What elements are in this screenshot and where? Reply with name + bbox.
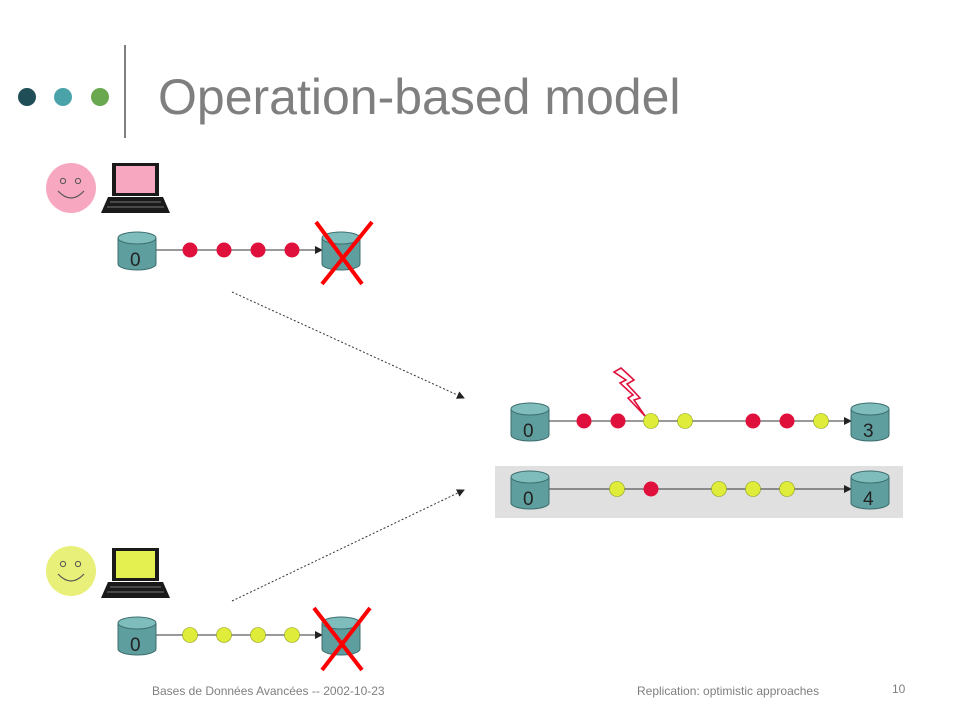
lightning-icon [612,367,646,417]
op-yellow [779,481,795,497]
user2-start-label: 0 [130,635,141,656]
page-number: 10 [892,682,906,696]
slide-title: Operation-based model [158,69,681,125]
op-red [576,413,592,429]
op-yellow [643,413,659,429]
header-dot-teal [54,88,72,106]
highlight-band [495,466,903,518]
merged-timeline-top: 0 3 [510,367,890,442]
op-yellow [745,481,761,497]
user1-start-label: 0 [130,250,141,271]
merged-top-start-label: 0 [523,421,534,442]
op-yellow [250,627,266,643]
header-dot-green [91,88,109,106]
user1-timeline: 0 [117,220,374,286]
merged-top-end-label: 3 [863,421,874,442]
user2-smiley-icon [46,546,96,596]
merged-top-start-database-icon: 0 [510,402,550,442]
merged-bottom-end-database-icon: 4 [850,470,890,510]
user1-start-database-icon: 0 [117,231,157,271]
merged-bottom-start-database-icon: 0 [510,470,550,510]
op-red [182,242,198,258]
op-yellow [216,627,232,643]
op-red [643,481,659,497]
op-yellow [182,627,198,643]
user1-laptop-icon [101,163,170,213]
op-red [779,413,795,429]
user2-timeline: 0 [117,606,372,672]
op-yellow [711,481,727,497]
cross-icon [314,220,374,286]
header-dot-dark [18,88,36,106]
user2-start-database-icon: 0 [117,616,157,656]
user1-smiley-icon [46,163,96,213]
merged-bottom-end-label: 4 [863,489,874,510]
op-red [610,413,626,429]
footer-topic: Replication: optimistic approaches [637,684,820,698]
merged-timeline-bottom: 0 4 [510,470,890,510]
footer-course: Bases de Données Avancées -- 2002-10-23 [152,684,385,698]
op-red [745,413,761,429]
header-decoration [18,45,126,138]
merged-top-end-database-icon: 3 [850,402,890,442]
op-yellow [284,627,300,643]
merged-bottom-start-label: 0 [523,489,534,510]
op-red [250,242,266,258]
op-red [284,242,300,258]
op-red [216,242,232,258]
op-yellow [609,481,625,497]
propagation-arrow-bottom [231,489,465,602]
propagation-arrow-top [231,291,465,399]
op-yellow [677,413,693,429]
cross-icon [312,606,372,672]
op-yellow [813,413,829,429]
user2-laptop-icon [101,548,170,598]
